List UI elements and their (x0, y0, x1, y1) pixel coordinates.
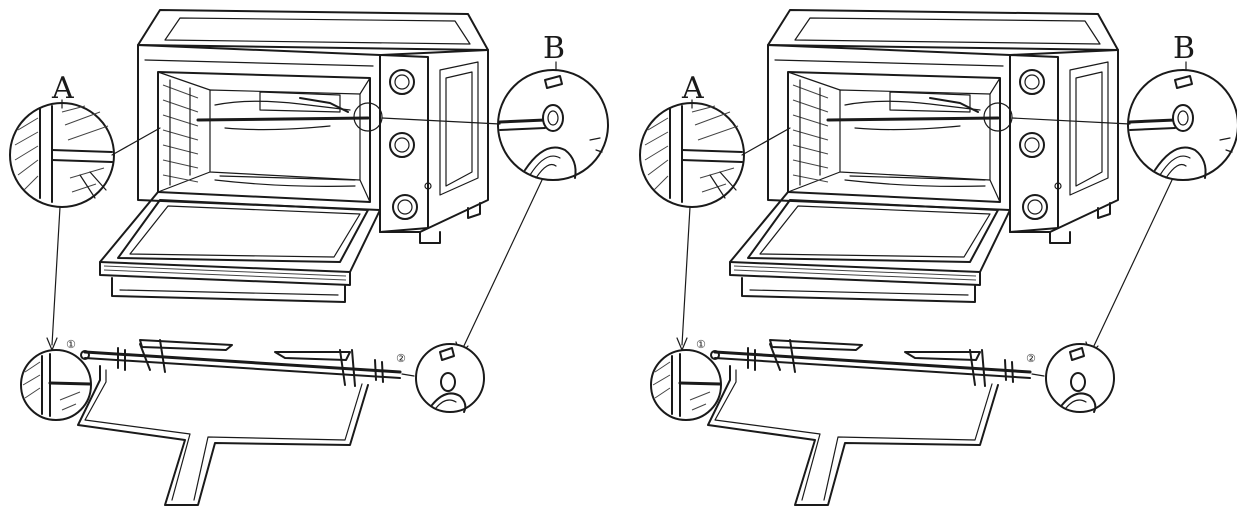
panel-right-label-a: A (681, 71, 704, 106)
panel-left: A B ① ② (8, 8, 610, 507)
panel-left-step-1: ① (66, 338, 76, 351)
panel-left-drawing (8, 8, 610, 507)
panel-right-label-b: B (1173, 31, 1195, 66)
panel-left-step-2: ② (396, 352, 406, 365)
panel-right-step-2: ② (1026, 352, 1036, 365)
panel-left-label-a: A (51, 71, 74, 106)
panel-right-step-1: ① (696, 338, 706, 351)
panel-right: A B ① ② (638, 8, 1237, 507)
panel-left-label-b: B (543, 31, 565, 66)
panel-right-drawing (638, 8, 1237, 507)
